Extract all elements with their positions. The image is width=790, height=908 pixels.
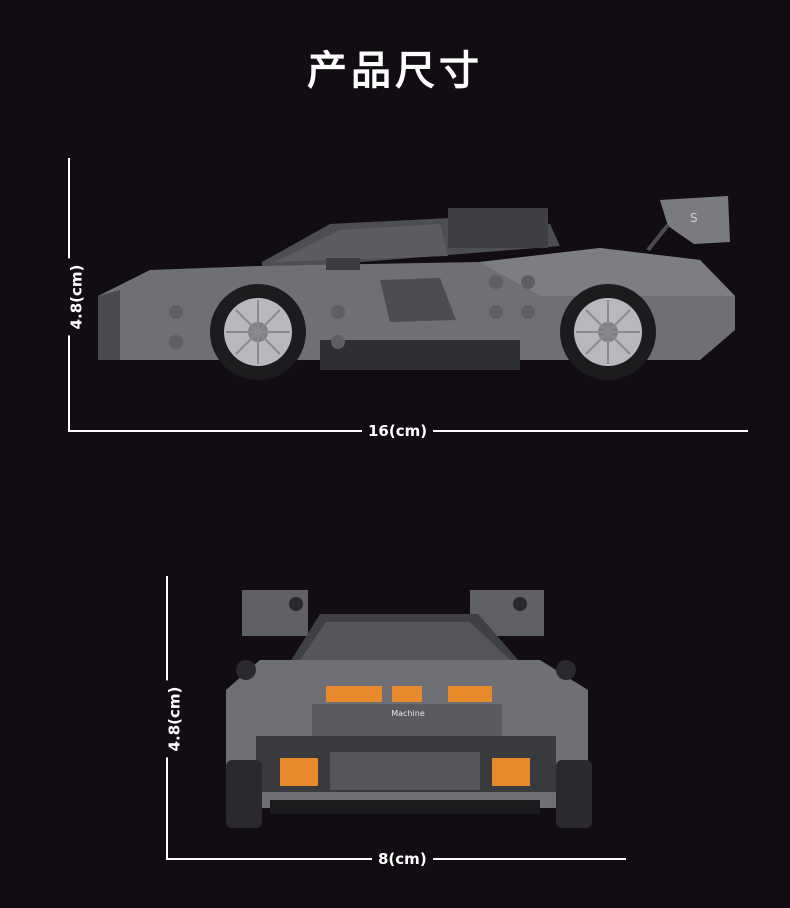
front-plate-text: Machine	[391, 709, 425, 718]
front-width-label: 8(cm)	[372, 850, 433, 868]
page-title: 产品尺寸	[307, 48, 483, 94]
side-length-label: 16(cm)	[362, 422, 434, 440]
svg-text:S: S	[690, 211, 698, 225]
